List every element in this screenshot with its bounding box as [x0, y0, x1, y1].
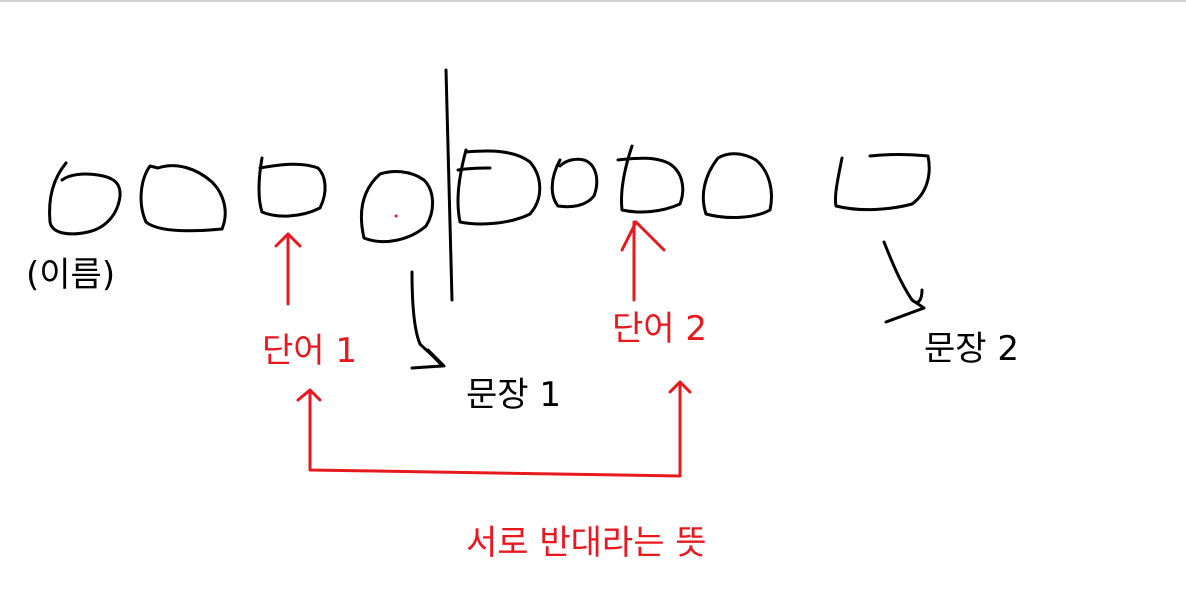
top-border — [0, 0, 1186, 2]
word-blob-row — [48, 144, 931, 244]
sentence2-arrow — [882, 240, 926, 324]
sentence-divider — [410, 68, 926, 370]
word-blob-9 — [834, 153, 931, 212]
word1-label: 단어 1 — [262, 331, 357, 371]
word2-label: 단어 2 — [612, 309, 707, 349]
word-blob-6 — [550, 157, 599, 209]
word-blob-4 — [359, 170, 434, 244]
word1-up-arrow — [274, 232, 302, 306]
word-blob-5 — [456, 148, 542, 226]
word-blob-1 — [48, 161, 122, 236]
word2-up-arrow — [620, 220, 666, 302]
origin-label: (이름) — [26, 255, 115, 295]
stray-dot — [394, 214, 398, 218]
word-blob-7 — [616, 144, 685, 214]
word-blob-3 — [257, 156, 327, 218]
sentence2-label: 문장 2 — [924, 329, 1019, 369]
word-blob-8 — [701, 152, 773, 219]
sentence1-label: 문장 1 — [466, 375, 561, 415]
opposite-caption: 서로 반대라는 뜻 — [466, 523, 707, 563]
opposite-bracket — [296, 380, 692, 478]
word-blob-2 — [139, 164, 227, 233]
divider-line — [444, 68, 454, 302]
word-pointers — [274, 220, 692, 478]
sentence1-arrow — [410, 270, 446, 370]
